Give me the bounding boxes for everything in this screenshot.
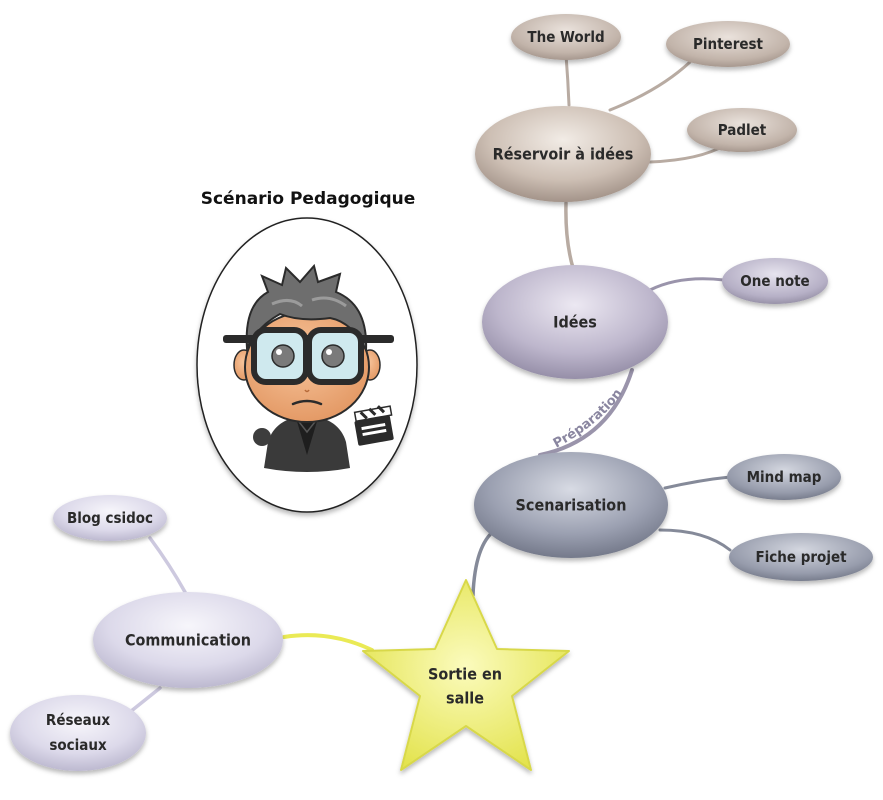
node-reservoir-a-idees[interactable]: Réservoir à idées: [475, 106, 651, 202]
svg-text:Idées: Idées: [553, 313, 597, 332]
svg-text:One note: One note: [740, 272, 809, 290]
node-the-world[interactable]: The World: [511, 14, 621, 60]
svg-text:Réseaux: Réseaux: [46, 711, 110, 729]
svg-text:sociaux: sociaux: [49, 736, 107, 754]
node-one-note[interactable]: One note: [722, 258, 828, 304]
node-fiche-projet[interactable]: Fiche projet: [729, 533, 873, 581]
edge-idees-one-note: [648, 277, 726, 292]
svg-text:Sortie en: Sortie en: [428, 665, 502, 684]
edge-reservoir-idees: [564, 201, 575, 270]
node-blog-csidoc[interactable]: Blog csidoc: [53, 495, 167, 541]
edge-communication-blog: [148, 536, 187, 594]
edge-reservoir-the-world: [564, 53, 571, 107]
edge-star-communication: [282, 633, 374, 652]
svg-text:Communication: Communication: [125, 631, 251, 650]
scenario-title: Scénario Pedagogique: [201, 189, 416, 209]
svg-text:Scenarisation: Scenarisation: [516, 496, 627, 515]
edge-label-preparation: Préparation: [551, 386, 626, 451]
central-topic-star[interactable]: Sortie en salle: [362, 579, 570, 771]
svg-text:Mind map: Mind map: [747, 468, 822, 486]
edge-scenarisation-fiche-projet: [658, 528, 732, 552]
svg-text:Pinterest: Pinterest: [693, 35, 764, 53]
node-scenarisation[interactable]: Scenarisation: [474, 452, 668, 558]
svg-text:Fiche projet: Fiche projet: [755, 548, 847, 566]
edge-communication-reseaux: [128, 686, 162, 714]
node-reseaux-sociaux[interactable]: Réseaux sociaux: [10, 695, 146, 771]
node-pinterest[interactable]: Pinterest: [666, 21, 790, 67]
clapperboard-icon: [353, 405, 394, 446]
edges: [128, 53, 732, 714]
svg-text:Padlet: Padlet: [718, 121, 767, 139]
node-idees[interactable]: Idées: [482, 265, 668, 379]
avatar-illustration: [196, 217, 418, 513]
svg-text:Blog csidoc: Blog csidoc: [67, 509, 153, 527]
edge-scenarisation-mind-map: [663, 475, 732, 490]
node-mind-map[interactable]: Mind map: [727, 454, 841, 500]
svg-text:Réservoir à idées: Réservoir à idées: [493, 145, 634, 164]
edge-star-scenarisation: [471, 528, 497, 597]
node-communication[interactable]: Communication: [93, 592, 283, 688]
svg-text:salle: salle: [446, 689, 484, 708]
edge-reservoir-pinterest: [608, 60, 692, 112]
svg-text:The World: The World: [527, 28, 604, 46]
edge-scenarisation-idees: [538, 368, 634, 457]
node-padlet[interactable]: Padlet: [687, 108, 797, 152]
